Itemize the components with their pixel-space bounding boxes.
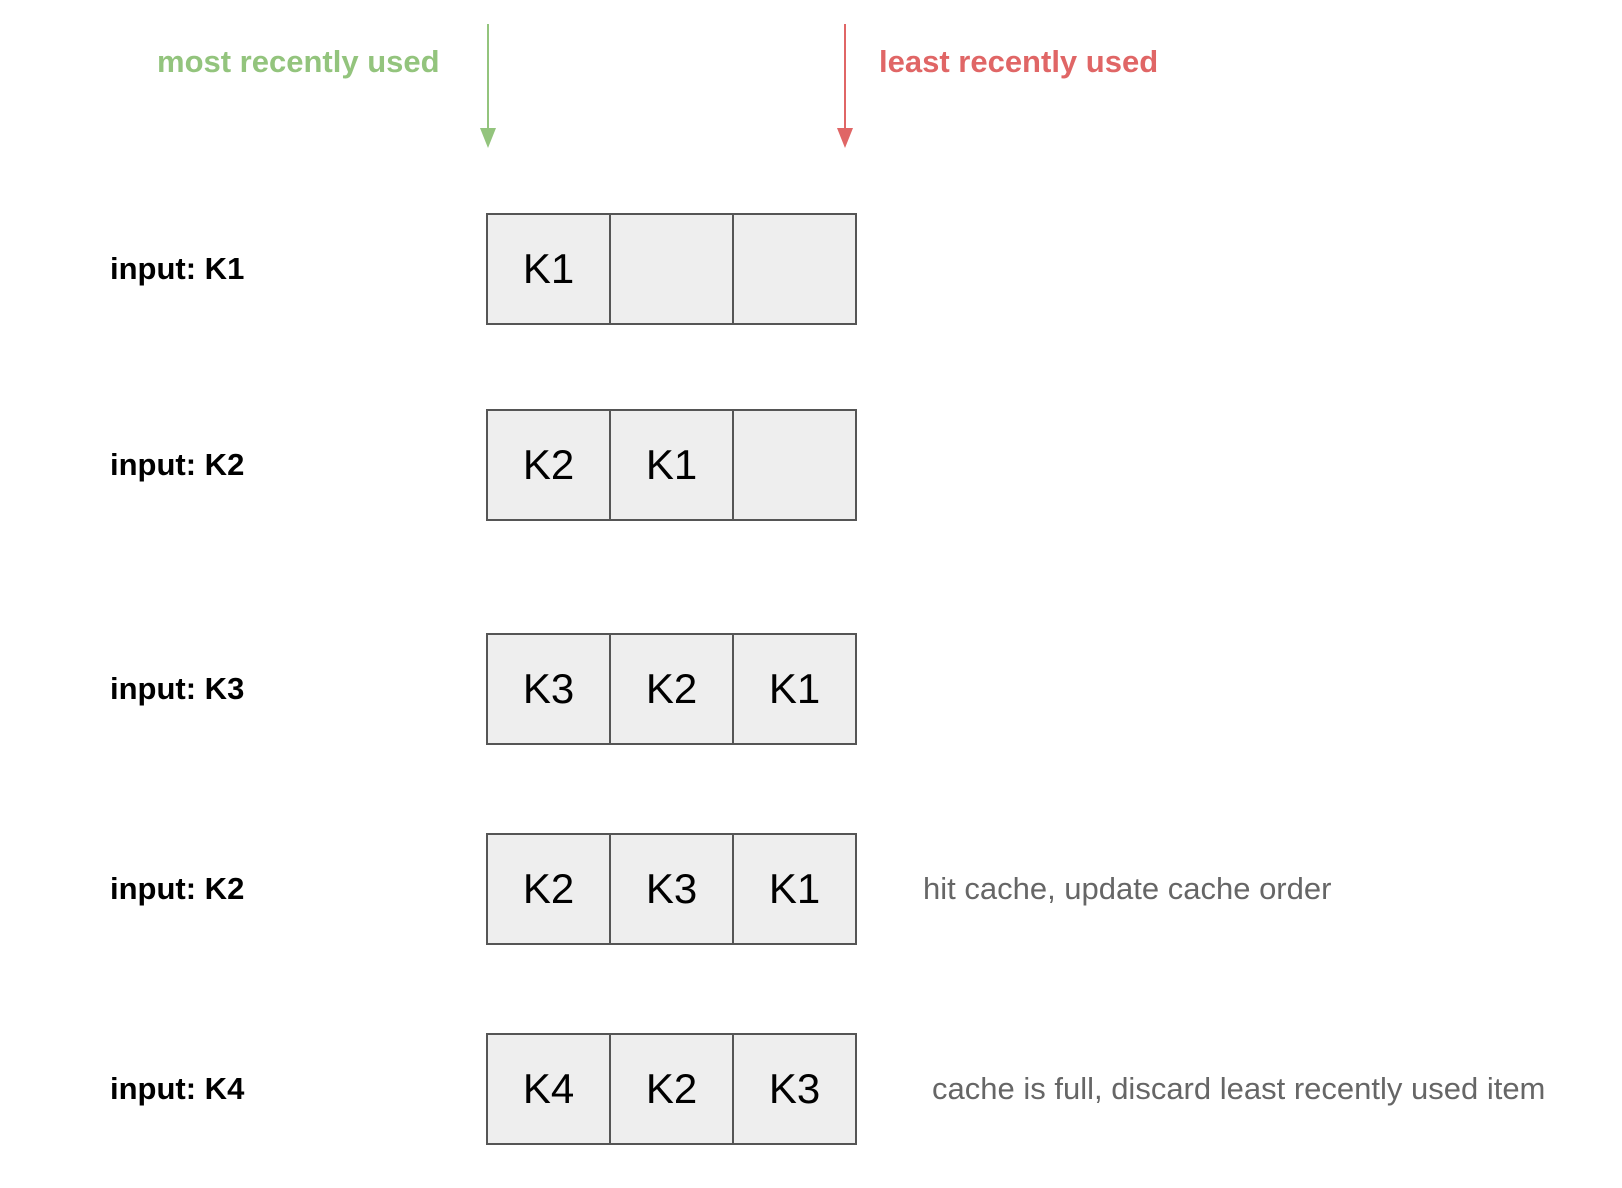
cache-step-2: input: K2 K2 K1: [0, 409, 1622, 521]
step-note: cache is full, discard least recently us…: [932, 1071, 1546, 1106]
step-note: hit cache, update cache order: [923, 871, 1332, 906]
cache-slot: K2: [488, 411, 611, 519]
step-input-label: input: K1: [110, 251, 245, 286]
cache-slot: K2: [488, 835, 611, 943]
cache-slots: K2 K1: [486, 409, 857, 521]
step-input-label: input: K3: [110, 671, 245, 706]
cache-slot: [734, 215, 855, 323]
step-input-label: input: K4: [110, 1071, 245, 1106]
most-recently-used-arrow: [480, 24, 496, 148]
cache-slots: K4 K2 K3: [486, 1033, 857, 1145]
cache-slot: K4: [488, 1035, 611, 1143]
most-recently-used-label: most recently used: [157, 44, 440, 79]
cache-step-3: input: K3 K3 K2 K1: [0, 633, 1622, 745]
cache-slot: K3: [611, 835, 734, 943]
cache-slot: K1: [734, 635, 855, 743]
cache-slots: K2 K3 K1: [486, 833, 857, 945]
step-input-label: input: K2: [110, 447, 245, 482]
cache-slot: K2: [611, 1035, 734, 1143]
pointer-arrows: [480, 24, 853, 148]
cache-slot: K2: [611, 635, 734, 743]
cache-slot: K1: [734, 835, 855, 943]
least-recently-used-arrow: [837, 24, 853, 148]
cache-slots: K1: [486, 213, 857, 325]
cache-step-4: input: K2 K2 K3 K1 hit cache, update cac…: [0, 833, 1622, 945]
cache-slot: K1: [611, 411, 734, 519]
step-input-label: input: K2: [110, 871, 245, 906]
cache-step-5: input: K4 K4 K2 K3 cache is full, discar…: [0, 1033, 1622, 1145]
cache-slot: K3: [734, 1035, 855, 1143]
least-recently-used-label: least recently used: [879, 44, 1159, 79]
cache-step-1: input: K1 K1: [0, 213, 1622, 325]
cache-slot: K1: [488, 215, 611, 323]
cache-slots: K3 K2 K1: [486, 633, 857, 745]
cache-slot: [611, 215, 734, 323]
cache-slot: K3: [488, 635, 611, 743]
cache-slot: [734, 411, 855, 519]
